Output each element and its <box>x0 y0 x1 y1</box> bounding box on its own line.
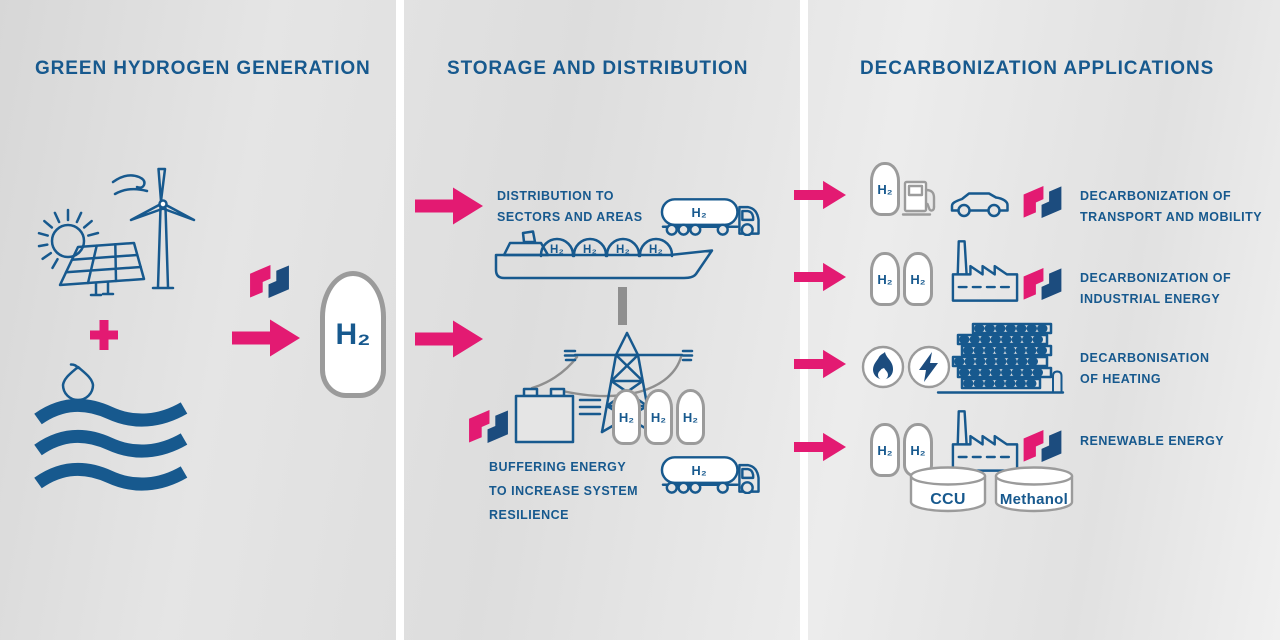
connector-bar <box>618 287 627 325</box>
h2-label: H₂ <box>650 409 667 425</box>
column-title-generation: GREEN HYDROGEN GENERATION <box>35 58 371 79</box>
factory-icon <box>950 238 1020 303</box>
heating-label: DECARBONISATION OF HEATING <box>1080 351 1210 386</box>
h2-label: H₂ <box>877 181 893 197</box>
hydrogen-storage-tank: H₂ <box>320 271 386 398</box>
methanol-storage-cylinder: Methanol <box>994 466 1074 513</box>
ccu-storage-cylinder: CCU <box>909 466 987 513</box>
svg-text:Methanol: Methanol <box>1000 491 1068 508</box>
arrow-distribution-icon <box>415 186 483 226</box>
solar-panel-sun-icon <box>37 208 146 297</box>
arrow-buffering-icon <box>415 319 483 359</box>
h2-label: H₂ <box>682 409 699 425</box>
svg-text:H₂: H₂ <box>583 244 597 256</box>
brand-logo <box>1021 429 1064 463</box>
column-title-applications: DECARBONIZATION APPLICATIONS <box>860 58 1215 79</box>
brand-logo <box>247 264 292 299</box>
distribution-label: DISTRIBUTION TO SECTORS AND AREAS <box>497 189 643 224</box>
h2-label: H₂ <box>335 317 371 351</box>
apartment-building-icon <box>936 322 1065 394</box>
buffer-tank: H₂ <box>612 389 641 445</box>
transport-label: DECARBONIZATION OF TRANSPORT AND MOBILIT… <box>1080 189 1263 224</box>
hydrogen-ship-icon: H₂ H₂ H₂ H₂ <box>494 230 714 280</box>
buffering-label: BUFFERING ENERGY TO INCREASE SYSTEM RESI… <box>489 460 639 522</box>
column-divider-left <box>396 0 404 640</box>
h2-label: H₂ <box>877 442 893 458</box>
svg-text:H₂: H₂ <box>649 244 663 256</box>
industry-tank: H₂ <box>903 252 933 306</box>
arrow-industry-icon <box>794 258 846 296</box>
gas-flame-icon <box>861 345 905 389</box>
electricity-icon <box>907 345 951 389</box>
battery-icon <box>514 387 602 444</box>
h2-label: H₂ <box>877 271 893 287</box>
column-title-storage: STORAGE AND DISTRIBUTION <box>447 58 749 79</box>
h2-label: H₂ <box>910 442 926 458</box>
water-icon <box>34 363 188 491</box>
svg-text:H₂: H₂ <box>550 244 564 256</box>
factory-icon <box>950 408 1020 473</box>
station-tank: H₂ <box>870 162 900 216</box>
brand-logo <box>466 409 511 444</box>
arrow-to-storage-icon <box>232 318 300 358</box>
svg-text:CCU: CCU <box>930 491 966 508</box>
brand-logo <box>1021 267 1064 301</box>
h2-label: H₂ <box>618 409 635 425</box>
industrial-label: DECARBONIZATION OF INDUSTRIAL ENERGY <box>1080 271 1232 306</box>
arrow-renewable-icon <box>794 428 846 466</box>
brand-logo <box>1021 185 1064 219</box>
arrow-transport-icon <box>794 176 846 214</box>
fuel-pump-icon <box>901 180 936 216</box>
buffer-tank: H₂ <box>644 389 673 445</box>
svg-text:H₂: H₂ <box>616 244 630 256</box>
h2-label: H₂ <box>910 271 926 287</box>
car-icon <box>950 192 1009 218</box>
wind-turbine-icon <box>111 167 196 290</box>
plus-icon <box>90 320 118 350</box>
industry-tank: H₂ <box>870 252 900 306</box>
renewable-label: RENEWABLE ENERGY <box>1080 434 1225 448</box>
buffer-tank: H₂ <box>676 389 705 445</box>
arrow-heating-icon <box>794 345 846 383</box>
renewable-tank: H₂ <box>870 423 900 477</box>
column-divider-right <box>800 0 808 640</box>
hydrogen-truck-icon <box>660 452 760 494</box>
power-grid-icon <box>514 331 694 444</box>
